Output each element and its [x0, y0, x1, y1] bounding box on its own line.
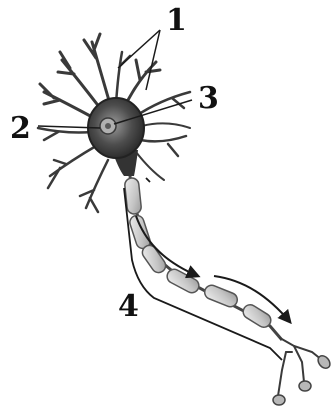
myelin-segment: [140, 243, 169, 276]
synaptic-knob: [273, 395, 285, 405]
myelin-sheath: [124, 177, 273, 330]
label-1: 1: [166, 3, 187, 38]
label-4: 4: [118, 289, 139, 324]
myelin-segment: [241, 302, 274, 330]
bracket-4-top: [146, 178, 150, 182]
nucleolus: [105, 123, 111, 129]
synaptic-knob: [299, 381, 311, 391]
leader-line-1b: [146, 30, 160, 90]
myelin-segment: [203, 283, 240, 309]
bracket-4: [124, 188, 282, 360]
myelin-segment: [165, 267, 202, 295]
label-3: 3: [198, 81, 219, 116]
label-2: 2: [10, 111, 31, 146]
